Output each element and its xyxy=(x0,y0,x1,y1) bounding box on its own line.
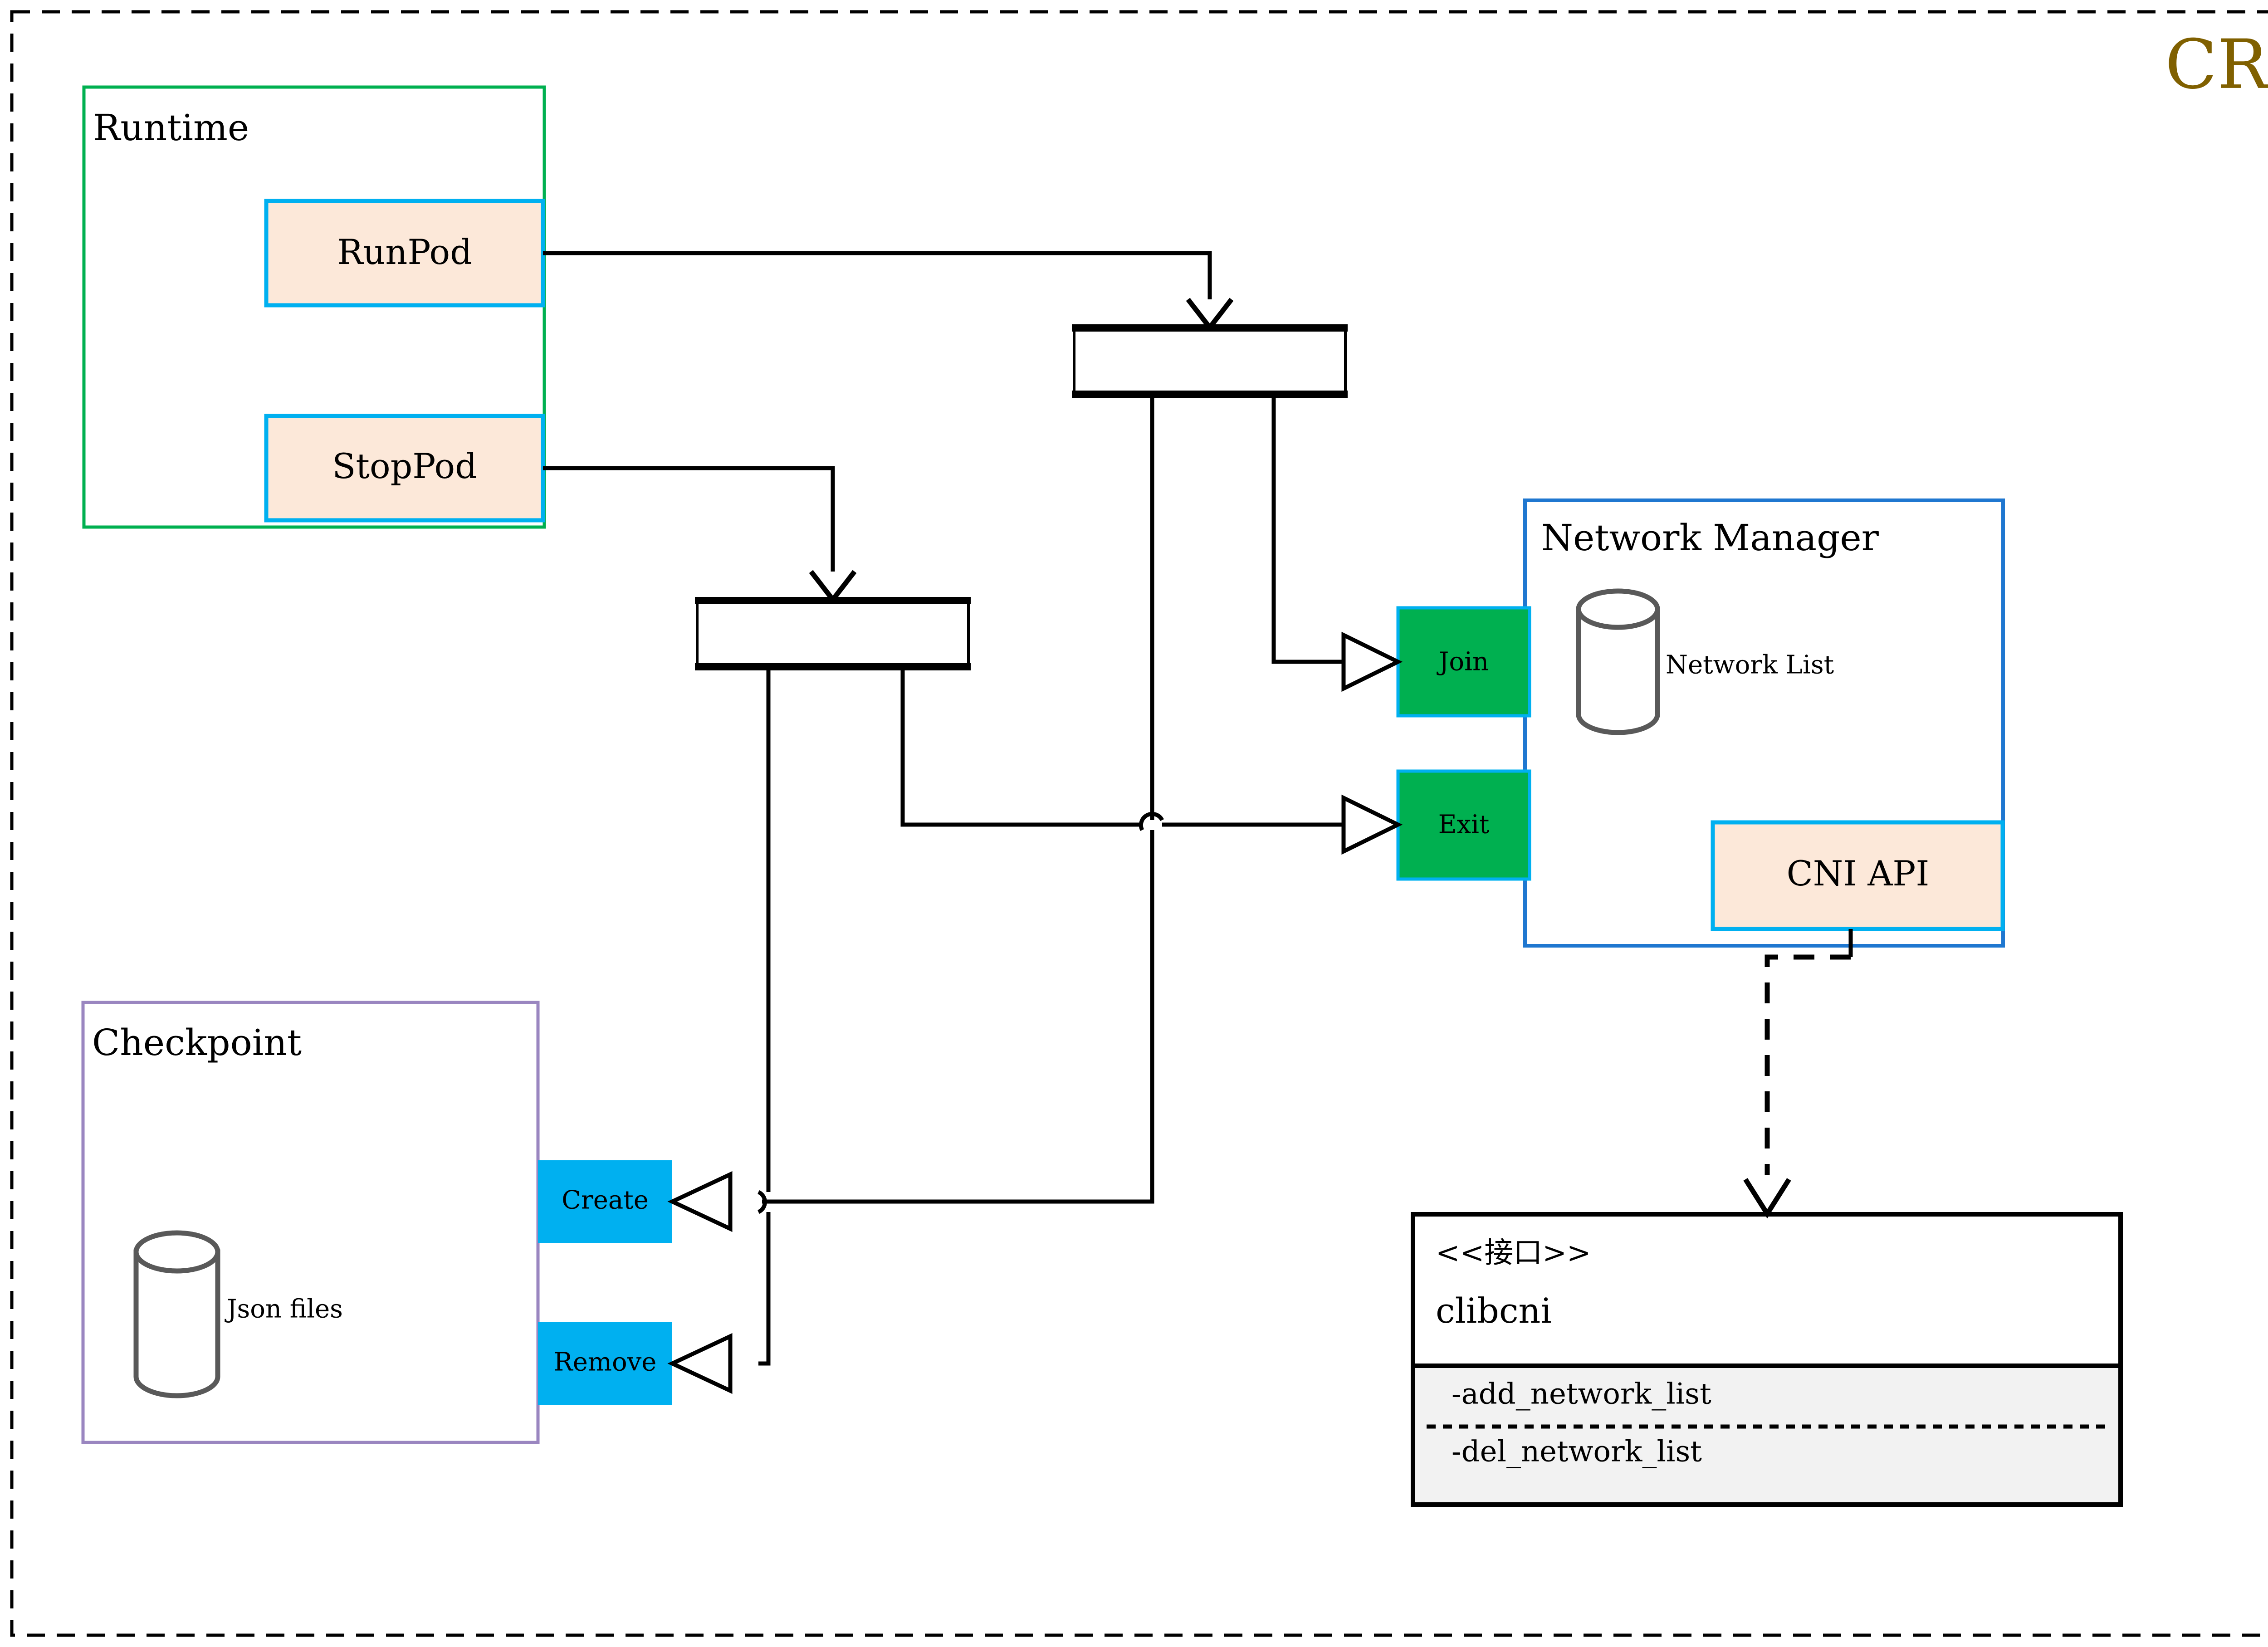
edge-fork-to-create xyxy=(762,395,1154,1204)
edge-fork-to-join xyxy=(1271,395,1365,664)
edge-runpod-to-fork xyxy=(543,251,1212,299)
diagram-frame xyxy=(10,10,2268,1637)
edge-exit-arrowhead xyxy=(1341,794,1403,855)
port-exit[interactable] xyxy=(1396,769,1531,881)
port-join-label: Join xyxy=(1437,647,1489,677)
edge-create-arrowhead xyxy=(667,1171,733,1232)
edge-cniapi-to-clibcni-arrowhead xyxy=(1743,1178,1791,1219)
interface-stereotype: <<接口>> xyxy=(1436,1236,1591,1270)
edge-join-arrowhead xyxy=(1341,631,1403,692)
page-title: CRI xyxy=(2165,25,2268,104)
group-network-manager-label: Network Manager xyxy=(1541,517,1879,559)
node-remove-label: Remove xyxy=(554,1348,657,1377)
interface-method-add: -add_network_list xyxy=(1452,1378,1711,1411)
interface-methods-compartment xyxy=(1415,1366,2118,1502)
node-cni-api-label: CNI API xyxy=(1787,853,1930,894)
group-runtime-label: Runtime xyxy=(93,107,249,149)
datastore-network-list-label: Network List xyxy=(1666,650,1834,680)
edge-stoppod-to-fork xyxy=(543,466,835,572)
node-stoppod-label: StopPod xyxy=(332,446,477,486)
fork-bar-stoppod xyxy=(695,597,971,670)
interface-method-del: -del_network_list xyxy=(1452,1435,1702,1469)
datastore-json-files-icon xyxy=(133,1230,220,1398)
port-exit-label: Exit xyxy=(1438,810,1490,840)
fork-bar-runpod xyxy=(1072,324,1348,398)
node-runpod-label: RunPod xyxy=(337,232,472,272)
edge-remove-arrowhead xyxy=(667,1333,733,1394)
interface-name: clibcni xyxy=(1436,1290,1552,1331)
port-join[interactable] xyxy=(1396,606,1531,718)
edge-fork-to-exit xyxy=(900,668,1365,827)
edge-remove-hop xyxy=(757,1190,767,1214)
node-remove[interactable] xyxy=(538,1322,672,1405)
node-runpod[interactable] xyxy=(264,199,545,308)
datastore-json-files-label: Json files xyxy=(225,1295,343,1324)
datastore-network-list-icon xyxy=(1576,588,1660,735)
edge-cniapi-to-clibcni xyxy=(1765,954,1851,1175)
node-cni-api[interactable] xyxy=(1711,820,2005,931)
group-checkpoint-label: Checkpoint xyxy=(92,1021,302,1064)
node-create[interactable] xyxy=(538,1160,672,1243)
edge-fork-to-remove xyxy=(758,668,771,1366)
edge-stoppod-to-fork-arrowhead xyxy=(809,570,857,604)
edge-runpod-to-fork-arrowhead xyxy=(1186,298,1234,332)
node-create-label: Create xyxy=(562,1186,649,1215)
